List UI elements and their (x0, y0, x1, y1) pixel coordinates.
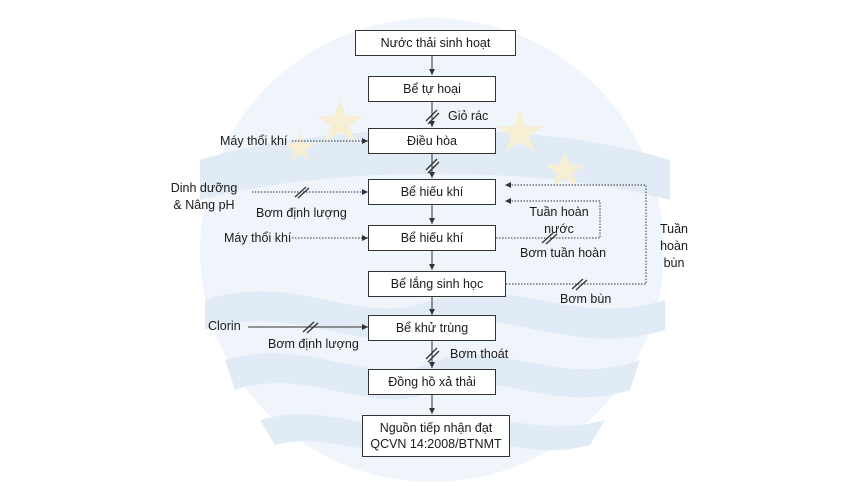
node-septic-tank: Bể tự hoại (368, 76, 496, 102)
side-input-lines (252, 138, 368, 241)
label-sludge-recirculation: Tuần hoàn bùn (659, 222, 689, 270)
label-dosing-pump-1: Bơm định lượng (256, 206, 347, 220)
node-label: Bể lắng sinh học (390, 277, 484, 291)
node-label: Nguồn tiếp nhận đạt QCVN 14:2008/BTNMT (370, 421, 502, 451)
node-equalization-tank: Điều hòa (368, 128, 496, 154)
node-disinfection-tank: Bể khử trùng (368, 315, 496, 341)
node-label: Bể tự hoại (403, 82, 461, 96)
label-blower-1: Máy thổi khí (220, 134, 288, 148)
label-chlorine: Clorin (208, 319, 241, 333)
pump-marks-side (294, 186, 588, 334)
label-discharge-pump: Bơm thoát (450, 347, 509, 361)
node-aerobic-tank-1: Bể hiếu khí (368, 179, 496, 205)
water-recirculation-loop (496, 198, 601, 239)
node-label: Nước thải sinh hoạt (380, 36, 491, 50)
node-domestic-wastewater: Nước thải sinh hoạt (355, 30, 516, 56)
node-label: Đồng hồ xả thải (388, 375, 476, 389)
sludge-recirculation-loop (505, 182, 647, 285)
label-recirculation-pump: Bơm tuần hoàn (520, 246, 607, 260)
watermark-stars (284, 100, 584, 186)
label-nutrients-ph: Dinh dưỡng & Nâng pH (170, 181, 238, 212)
label-blower-2: Máy thổi khí (224, 231, 292, 245)
label-dosing-pump-2: Bơm định lượng (268, 337, 359, 351)
node-aerobic-tank-2: Bể hiếu khí (368, 225, 496, 251)
label-trash-basket: Giỏ rác (448, 109, 489, 123)
node-receiving-source: Nguồn tiếp nhận đạt QCVN 14:2008/BTNMT (362, 415, 510, 457)
node-label: Bể khử trùng (395, 321, 469, 335)
node-label: Bể hiếu khí (400, 185, 464, 199)
node-settling-tank: Bể lắng sinh học (368, 271, 506, 297)
label-water-recirculation: Tuần hoàn nước (529, 205, 589, 236)
node-label: Điều hòa (406, 134, 458, 148)
node-label: Bể hiếu khí (400, 231, 464, 245)
label-sludge-pump: Bơm bùn (560, 292, 612, 306)
node-discharge-meter: Đồng hồ xả thải (368, 369, 496, 395)
pump-marks-main (425, 109, 440, 363)
